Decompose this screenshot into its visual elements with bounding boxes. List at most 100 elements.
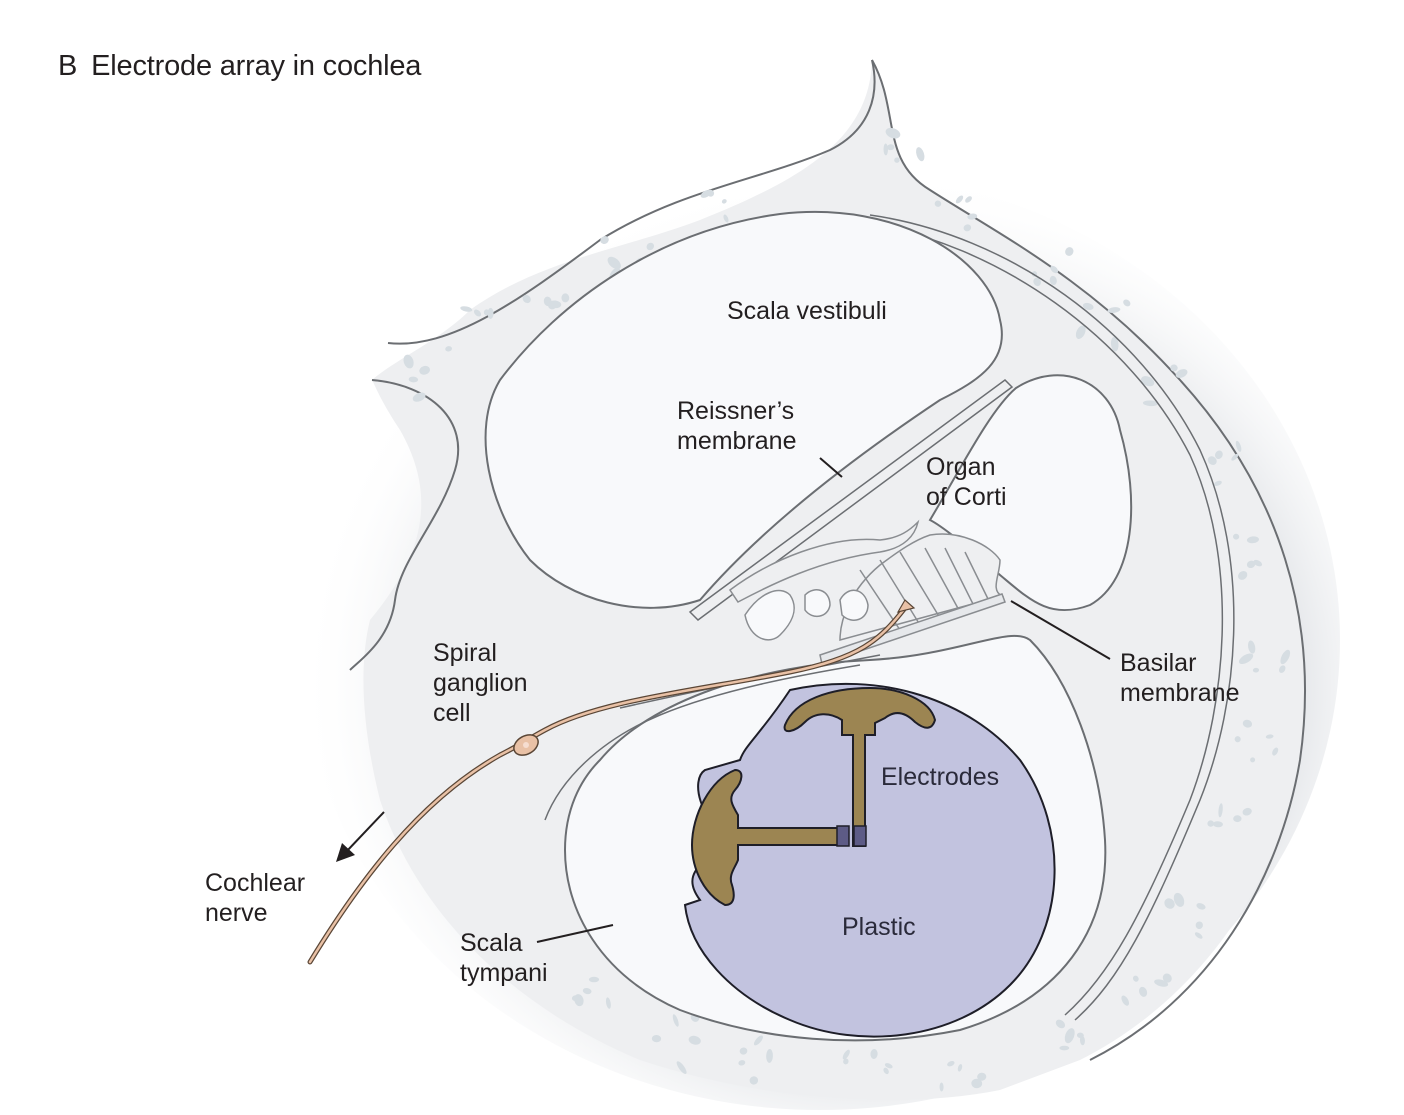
- label-line: nerve: [205, 899, 268, 927]
- bone-fleck: [1246, 536, 1259, 544]
- bone-fleck: [605, 997, 611, 1009]
- bone-fleck: [1233, 815, 1242, 823]
- scala-vestibuli: [484, 210, 1003, 609]
- bone-fleck: [600, 236, 609, 244]
- bone-fleck: [1238, 653, 1254, 665]
- bone-fleck: [1279, 665, 1286, 673]
- capsule-outline-right: [871, 59, 1306, 1061]
- bone-fleck: [1149, 400, 1156, 405]
- bone-fleck: [707, 189, 715, 197]
- bone-fleck: [1207, 820, 1215, 827]
- bone-fleck: [955, 195, 964, 204]
- bone-fleck: [1194, 932, 1203, 939]
- bone-fleck: [1250, 757, 1256, 763]
- osseous-lamina-line: [544, 664, 861, 821]
- bone-fleck: [738, 1060, 746, 1066]
- bone-fleck: [460, 306, 473, 312]
- bone-fleck: [1207, 456, 1217, 465]
- stria-line-inner: [861, 221, 1224, 1016]
- bone-fleck: [1132, 975, 1139, 982]
- bone-fleck: [1170, 364, 1178, 372]
- bone-fleck: [1050, 265, 1059, 274]
- stria-line-outer: [869, 214, 1235, 1021]
- label-line: Organ: [926, 453, 996, 481]
- bone-fleck: [688, 1035, 701, 1045]
- bone-fleck: [749, 1076, 759, 1085]
- label-line: ganglion: [433, 669, 528, 697]
- label-line: Reissner’s: [677, 397, 795, 425]
- bone-fleck: [1272, 747, 1279, 756]
- bone-fleck: [1218, 803, 1223, 818]
- reissner-leader: [819, 457, 843, 478]
- bone-fleck: [1164, 898, 1175, 909]
- bone-fleck: [885, 127, 901, 139]
- label-line: cell: [433, 699, 471, 727]
- bone-fleck: [1055, 1019, 1066, 1029]
- bone-fleck: [646, 242, 655, 251]
- bone-fleck: [1242, 807, 1252, 816]
- label-line: Scala: [460, 929, 523, 957]
- label-line: membrane: [677, 427, 797, 455]
- bone-fleck: [957, 1064, 963, 1072]
- bone-fleck: [1232, 533, 1240, 540]
- bone-fleck: [971, 1078, 983, 1089]
- panel-letter: B: [58, 50, 78, 82]
- bone-fleck: [739, 1047, 748, 1055]
- bone-fleck: [651, 1034, 662, 1043]
- bone-fleck: [1033, 277, 1041, 287]
- bone-fleck: [607, 256, 621, 270]
- bone-fleck: [1139, 986, 1148, 997]
- leader-lines: [536, 457, 1111, 943]
- bone-fleck: [963, 224, 972, 232]
- label-line: Cochlear: [205, 869, 306, 897]
- ganglion-cell-nucleus: [523, 742, 529, 748]
- bone-fleck: [549, 300, 562, 309]
- label-line: Basilar: [1120, 649, 1197, 677]
- bone-fleck: [1247, 640, 1256, 654]
- bone-fleck: [1154, 979, 1169, 987]
- label-plastic: Plastic: [842, 913, 916, 941]
- bone-fleck: [571, 995, 579, 1001]
- bone-fleck: [894, 157, 900, 163]
- nerve-ending: [896, 599, 916, 613]
- bone-fleck: [445, 346, 453, 352]
- bone-fleck: [1231, 453, 1239, 461]
- bone-fleck: [967, 213, 978, 220]
- bone-fleck: [582, 987, 592, 995]
- reissners-membrane: [688, 379, 1014, 621]
- bone-fleck: [1110, 336, 1119, 352]
- bone-fleck: [1121, 995, 1130, 1006]
- label-line: membrane: [1120, 679, 1240, 707]
- bone-fleck: [884, 1063, 893, 1069]
- bone-fleck: [1065, 247, 1074, 256]
- electrode-left: [690, 768, 841, 907]
- bone-fleck: [1123, 299, 1131, 307]
- bone-fleck: [1173, 892, 1185, 907]
- bone-fleck: [1059, 1045, 1070, 1051]
- bone-fleck: [1079, 1035, 1085, 1046]
- bone-fleck: [1280, 649, 1291, 665]
- bone-fleck: [487, 307, 494, 319]
- electrode-contact-top: [853, 825, 867, 847]
- bone-fleck: [473, 309, 482, 317]
- bone-fleck: [522, 294, 531, 304]
- bone-fleck: [947, 1060, 955, 1067]
- bone-fleck: [412, 392, 426, 402]
- basilar-leader: [1010, 600, 1111, 660]
- arrow-icon: [336, 811, 385, 862]
- bone-fleck: [1253, 559, 1263, 567]
- bone-fleck: [1175, 369, 1188, 378]
- bone-fleck: [1064, 1028, 1075, 1044]
- bone-fleck: [1212, 821, 1223, 828]
- bone-fleck: [1213, 480, 1222, 486]
- capsule-outline-top: [387, 59, 876, 345]
- bone-fleck: [939, 1082, 944, 1092]
